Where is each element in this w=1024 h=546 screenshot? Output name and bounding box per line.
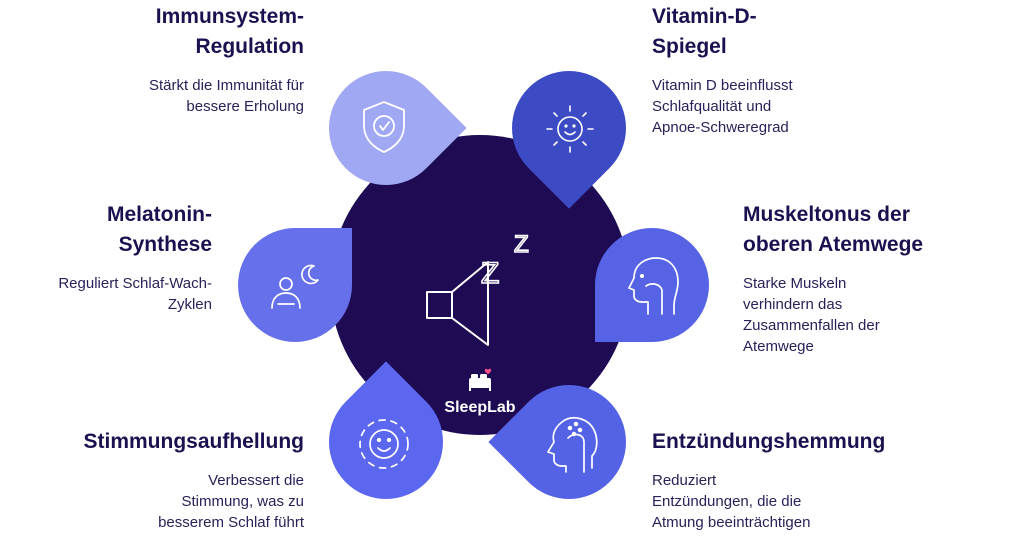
desc-entzuendung: Reduziert Entzündungen, die die Atmung b… (652, 472, 811, 531)
desc-muskeltonus: Starke Muskeln verhindern das Zusammenfa… (743, 275, 880, 355)
block-stimmung: Stimmungsaufhellung Verbessert die Stimm… (20, 427, 305, 533)
desc-melatonin: Reguliert Schlaf-Wach- Zyklen (58, 275, 212, 313)
snore-letter-large: Z (514, 231, 529, 258)
inflamed-head-icon (547, 417, 598, 473)
block-vitamin-d: Vitamin-D- Spiegel Vitamin D beeinflusst… (652, 2, 952, 138)
sun-smile-icon (546, 105, 594, 153)
smiley-face-icon (359, 419, 409, 469)
petal-muskel (595, 228, 709, 342)
desc-stimmung: Verbessert die Stimmung, was zu besserem… (158, 472, 304, 531)
shield-check-icon (363, 101, 405, 153)
block-melatonin: Melatonin- Synthese Reguliert Schlaf-Wac… (10, 200, 212, 315)
block-muskeltonus: Muskeltonus der oberen Atemwege Starke M… (743, 200, 1013, 357)
petal-mela (238, 228, 352, 342)
desc-vitamin-d: Vitamin D beeinflusst Schlafqualität und… (652, 77, 793, 136)
title-entzuendung: Entzündungshemmung (652, 430, 886, 453)
petal-entz (488, 385, 626, 499)
logo-text: SleepLab (444, 399, 515, 416)
title-stimmung: Stimmungsaufhellung (83, 430, 305, 453)
block-immunsystem: Immunsystem- Regulation Stärkt die Immun… (60, 2, 304, 117)
desc-immunsystem: Stärkt die Immunität für bessere Erholun… (148, 77, 304, 115)
title-melatonin: Melatonin- Synthese (107, 203, 212, 256)
person-moon-icon (271, 264, 319, 309)
bed-heart-icon (469, 368, 492, 391)
petal-immun (329, 71, 467, 185)
title-muskeltonus: Muskeltonus der oberen Atemwege (743, 203, 924, 256)
center-circle (330, 135, 630, 435)
title-vitamin-d: Vitamin-D- Spiegel (652, 5, 757, 58)
petal-vitd (512, 71, 626, 209)
snore-letter-small: Z (481, 257, 499, 290)
head-airway-icon (628, 257, 679, 315)
title-immunsystem: Immunsystem- Regulation (155, 5, 304, 58)
block-entzuendung: Entzündungshemmung Reduziert Entzündunge… (652, 427, 952, 533)
snoring-speaker-icon (426, 261, 489, 346)
